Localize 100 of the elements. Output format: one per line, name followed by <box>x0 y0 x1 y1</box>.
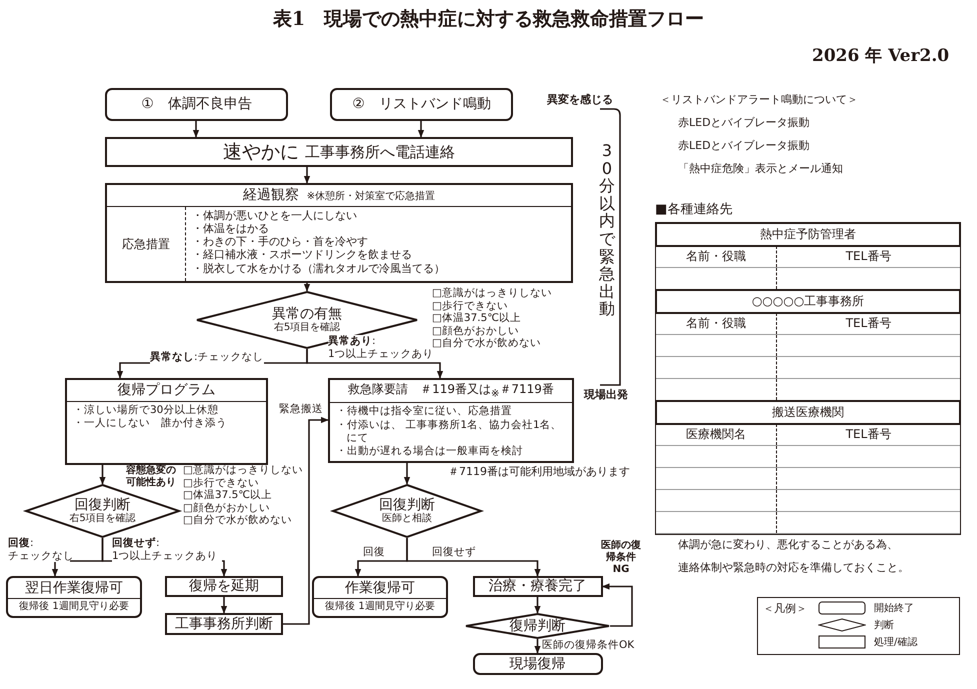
arrow <box>220 597 228 614</box>
step-title: 経過観察 <box>242 187 299 204</box>
time-note: 現場出発 <box>584 388 628 402</box>
step-title: 復帰判断 <box>510 618 566 634</box>
step-note: 右5項目を確認 <box>69 513 136 526</box>
arrow <box>283 416 329 625</box>
arrow <box>192 121 200 138</box>
step-title: 翌日作業復帰可 <box>25 580 123 596</box>
legend-label: 判断 <box>874 618 894 632</box>
edge-label: 医師の復帰条件OK <box>542 639 634 652</box>
edge-label: 回復 <box>363 546 385 559</box>
checklist-item: □歩行できない <box>183 476 260 489</box>
arrow <box>418 121 424 138</box>
step-item: ・わきの下・手のひら・首を冷やす <box>192 235 369 248</box>
note-text: 「熱中症危険」表示とメール通知 <box>678 162 843 176</box>
step-note: 復帰後 1週間見守り必要 <box>325 601 435 613</box>
step-label: 応急措置 <box>122 236 170 252</box>
checklist-item: □意識がはっきりしない <box>432 287 552 300</box>
column-header: TEL番号 <box>846 248 892 265</box>
step-title: 作業復帰可 <box>345 580 415 596</box>
step-item: ・一人にしない 誰か付き添う <box>73 416 228 430</box>
process-box <box>165 576 283 597</box>
arrow <box>304 283 310 292</box>
note-text: ＃7119番は可能利用地域があります <box>448 465 630 478</box>
legend-title: ＜凡例＞ <box>763 601 807 616</box>
note-text: 連絡体制や緊急時の対応を準備しておくこと。 <box>678 561 909 574</box>
step-note: 医師と相談 <box>382 513 432 526</box>
time-note: 異変を感じる <box>547 93 613 106</box>
section-heading: ■各種連絡先 <box>655 202 732 218</box>
checklist-item: □体温37.5℃以上 <box>183 489 274 502</box>
edge-label: 回復せず <box>432 546 476 559</box>
step-item: ・付添いは、 工事事務所1名、協力会社1名、にて <box>336 418 563 445</box>
step-note: 右5項目を確認 <box>274 322 340 334</box>
start-end-box <box>105 88 288 121</box>
step-item: ・待機中は指令室に従い、応急措置 <box>336 405 513 419</box>
step-item: ・体調が悪いひとを一人にしない <box>192 208 358 222</box>
decision-diamond <box>332 484 482 538</box>
column-header: TEL番号 <box>846 315 892 332</box>
arrow <box>406 538 541 577</box>
version-text: 2026 年 Ver2.0 <box>812 46 950 66</box>
step-item: ・体温をはかる <box>192 222 270 236</box>
process-box <box>105 137 573 167</box>
checklist-item: □体温37.5℃以上 <box>432 312 522 325</box>
arrow <box>304 167 310 184</box>
step-title: ① 体調不良申告 <box>141 96 252 113</box>
column-header: TEL番号 <box>846 426 892 443</box>
table-header: ○○○○○工事事務所 <box>752 293 864 310</box>
step-note: 復帰後 1週間見守り必要 <box>19 601 129 613</box>
column-header: 医療機関名 <box>686 426 746 443</box>
step-item: ・脱衣して水をかける（濡れタオルで冷風当てる） <box>192 262 445 275</box>
edge-label: 容態急変の可能性あり <box>126 465 178 489</box>
checklist-item: □意識がはっきりしない <box>183 464 303 477</box>
arrow <box>99 465 106 485</box>
arrow <box>534 639 541 654</box>
start-end-box <box>6 576 142 618</box>
note-text: 体調が急に変わり、悪化することがある為、 <box>678 538 898 552</box>
column-header: 名前・役職 <box>686 315 746 332</box>
checklist-item: □歩行できない <box>432 300 509 312</box>
start-end-box <box>330 88 513 121</box>
step-title: 速やかに <box>223 140 299 164</box>
process-box <box>165 613 283 635</box>
edge-label: 緊急搬送 <box>279 403 323 416</box>
arrow <box>534 597 541 614</box>
step-title: 回復判断 <box>74 496 130 513</box>
start-end-box <box>312 576 448 618</box>
step-item: ・経口補水液・スポーツドリンクを飲ませる <box>192 248 413 262</box>
step-title: 治療・療養完了 <box>488 578 586 595</box>
edge-label: 回復: チェックなし <box>8 537 70 562</box>
checklist-item: □自分で水が飲めない <box>432 337 542 350</box>
arrow <box>306 349 444 379</box>
legend-label: 開始終了 <box>874 602 914 615</box>
step-title: 復帰プログラム <box>118 382 216 399</box>
time-note: 30分以内で緊急出動 <box>599 142 615 318</box>
note-text: 赤LEDとバイブレータ振動 <box>678 139 810 152</box>
arrow <box>602 583 633 627</box>
step-title: 復帰を延期 <box>189 578 259 595</box>
checklist-item: □自分で水が飲めない <box>183 514 293 527</box>
process-box <box>65 378 268 465</box>
diagram-title: 表1 現場での熱中症に対する救急救命措置フロー <box>272 7 706 32</box>
edge-label: 異常あり: 1つ以上チェックあり <box>328 335 428 360</box>
step-item: ・涼しい場所で30分以上休憩 <box>73 404 220 417</box>
note-text: 赤LEDとバイブレータ振動 <box>678 116 810 130</box>
edge-label: 異常なし:チェックなし <box>150 351 264 364</box>
legend-label: 処理/確認 <box>874 636 918 649</box>
process-box <box>472 576 602 597</box>
step-title: 工事事務所判断 <box>175 616 273 632</box>
start-end-box <box>472 653 602 675</box>
checklist-item: □顔色がおかしい <box>432 324 520 337</box>
step-title: 現場復帰 <box>510 656 566 672</box>
step-title: 異常の有無 <box>272 306 342 322</box>
section-heading: ＜リストバンドアラート鳴動について＞ <box>660 93 858 106</box>
table-header: 搬送医療機関 <box>772 404 844 421</box>
column-header: 名前・役職 <box>686 248 746 265</box>
step-title: 救急隊要請 ＃119番又は$_{※}$＃7119番 <box>348 382 554 400</box>
step-note: ※休憩所・対策室で応急措置 <box>306 191 436 203</box>
process-box <box>105 183 573 283</box>
checklist-item: □顔色がおかしい <box>183 502 271 514</box>
step-title: 回復判断 <box>379 496 435 513</box>
edge-label: 回復せず: 1つ以上チェックあり <box>112 537 222 562</box>
table-header: 熱中症予防管理者 <box>760 226 856 243</box>
